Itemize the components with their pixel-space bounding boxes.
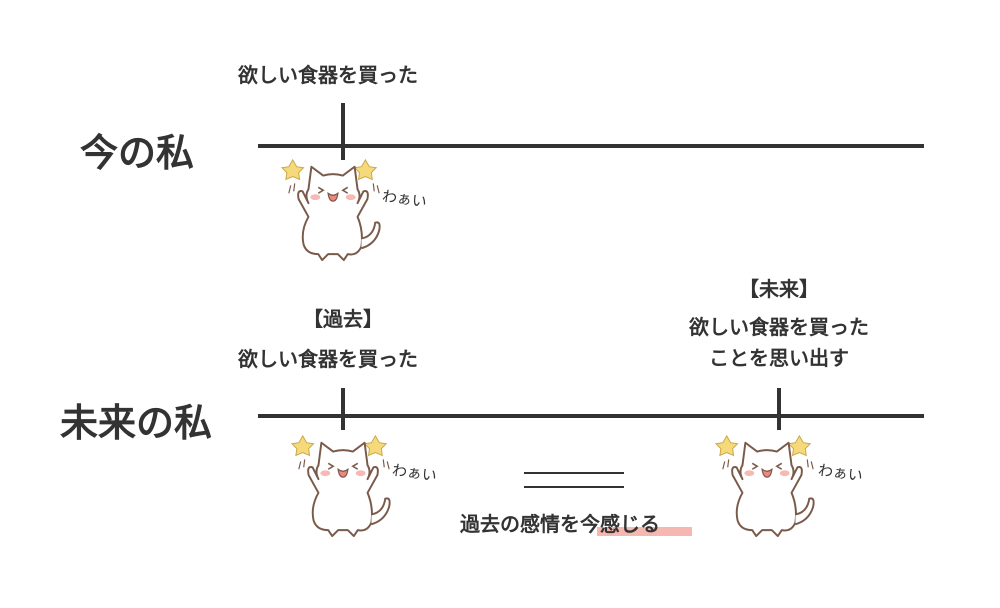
future-timeline [258, 414, 924, 418]
equals-line-bottom [524, 486, 624, 488]
equals-line-top [524, 472, 624, 474]
caption-part1: 過去の感情を [460, 512, 580, 536]
cat-icon [280, 158, 381, 262]
present-event-label: 欲しい食器を買った [238, 63, 418, 87]
future-event-label-1: 欲しい食器を買った [689, 315, 869, 339]
caption-highlighted: 今感じる [580, 512, 660, 536]
past-event-tick [341, 388, 345, 430]
past-event-label: 欲しい食器を買った [238, 347, 418, 371]
highlight-marker [597, 527, 692, 536]
equation-caption: 過去の感情を今感じる [460, 509, 660, 540]
present-event-tick [341, 103, 345, 160]
cat-icon [290, 434, 391, 538]
future-title: 未来の私 [60, 401, 213, 445]
past-tag: 【過去】 [303, 307, 383, 331]
future-cat-voice: わぁい [816, 460, 864, 486]
present-timeline [258, 144, 924, 148]
present-title: 今の私 [80, 131, 195, 175]
future-event-label-2: ことを思い出す [709, 346, 849, 370]
future-tag: 【未来】 [739, 277, 819, 301]
cat-icon [714, 434, 815, 538]
future-event-tick [777, 388, 781, 430]
